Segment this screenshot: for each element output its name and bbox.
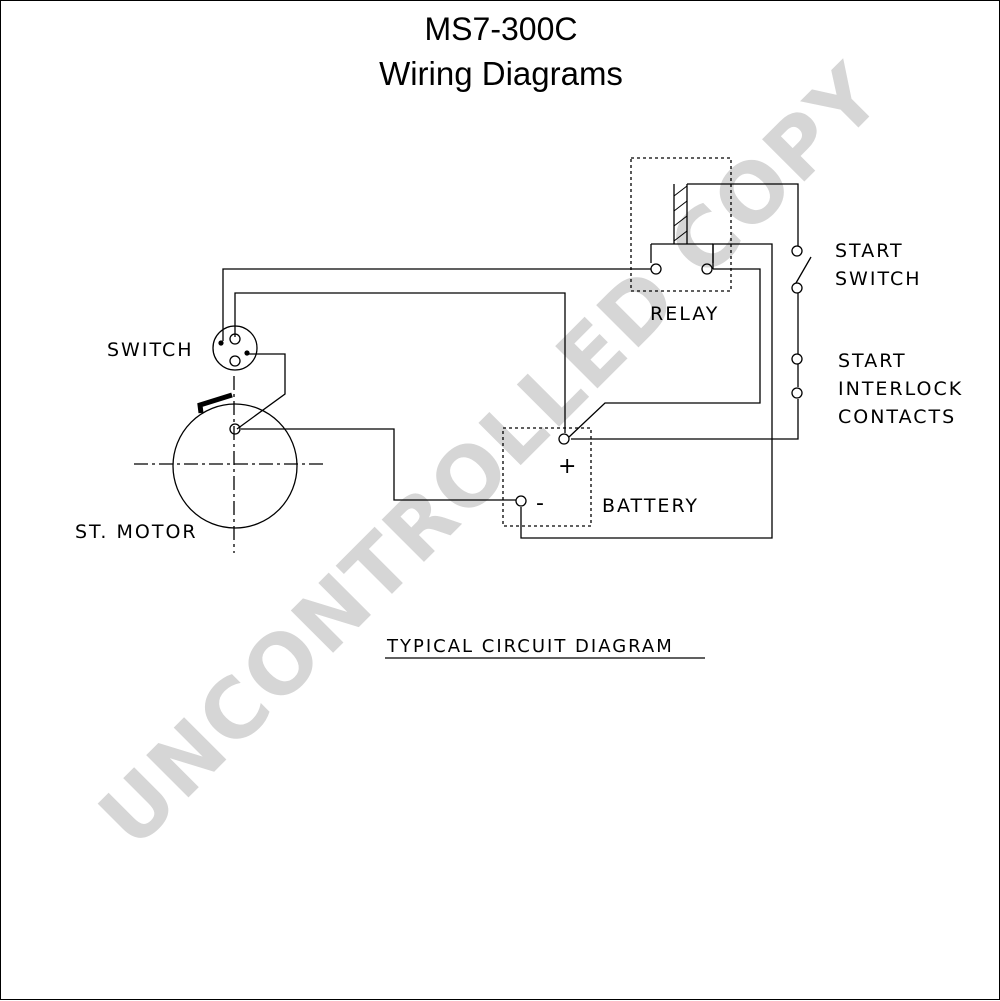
battery-enclosure [502,427,592,527]
wire-switch-to-motor [236,353,286,430]
battery-label: BATTERY [602,495,700,517]
st-motor-label: ST. MOTOR [75,521,198,543]
start-switch-label-2: SWITCH [835,268,922,290]
page-subtitle: Wiring Diagrams [379,55,623,92]
switch-label: SWITCH [107,339,194,361]
wire-motor-to-battery-minus [241,428,516,501]
relay-label: RELAY [650,303,720,325]
wire-interlock-to-battery-plus [571,399,799,440]
starter-motor-body [172,403,298,529]
interlock-label-3: CONTACTS [838,406,957,428]
wire-battery-plus-to-switch [234,292,566,433]
start-switch-label-1: START [835,240,904,262]
wire-relay-coil-to-start-switch [687,183,799,246]
motor-lever [197,392,233,414]
battery-plus-sign: + [558,454,579,479]
battery-minus-sign: - [536,491,546,516]
interlock-label-2: INTERLOCK [838,378,964,400]
diagram-caption: TYPICAL CIRCUIT DIAGRAM [387,636,674,657]
wire-relay-to-battery-minus [520,243,773,539]
relay-enclosure [630,157,732,292]
interlock-label-1: START [838,350,907,372]
wire-relay-to-switch [222,268,651,341]
wire-battery-plus-to-relay [568,268,761,438]
start-switch-blade [795,256,812,284]
model-title: MS7-300C [424,11,578,47]
switch-body [212,325,258,371]
